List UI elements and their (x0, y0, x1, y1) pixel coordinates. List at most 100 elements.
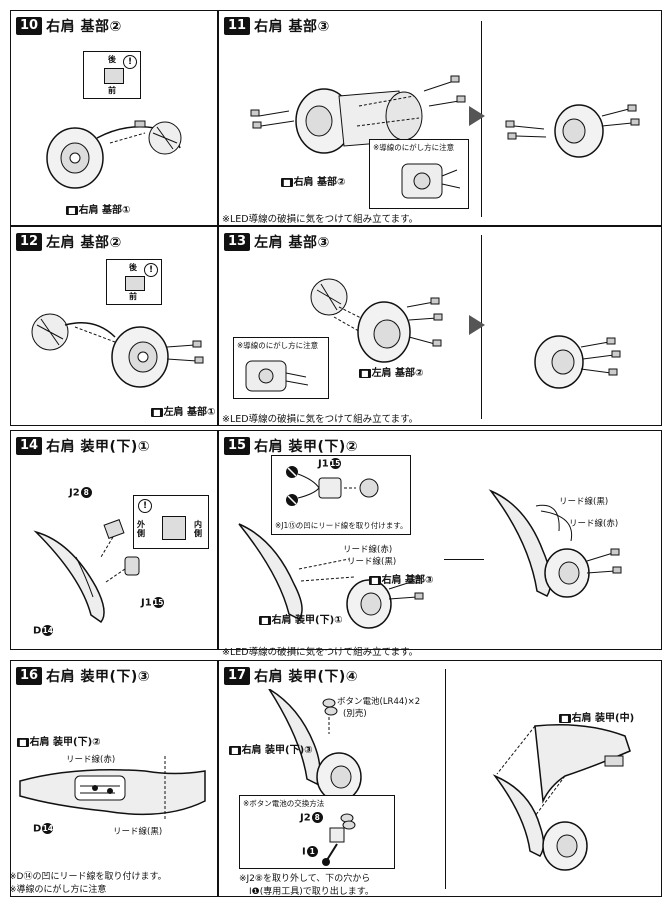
panel-divider (445, 669, 446, 889)
j1-part-label: J115 (141, 597, 164, 609)
step-number: 17 (224, 667, 251, 685)
part-label-text: 右肩 装甲(下)③ (241, 745, 313, 756)
inset-note: ※J1⑮の凹にリード線を取り付けます。 (275, 521, 408, 530)
part-label: ■左肩 基部② (359, 364, 424, 379)
tag-back-label: 後 (129, 263, 137, 272)
step-10-header: 10 右肩 基部② (16, 16, 122, 36)
d-part-label: D14 (33, 625, 54, 637)
part-base-label: ■右肩 基部③ (369, 571, 434, 586)
part-badge: ■ (17, 738, 29, 747)
wire-routing-inset: ※導線のにがし方に注意 (233, 337, 329, 399)
caution-icon: ! (144, 263, 158, 277)
step-number: 11 (224, 17, 251, 35)
step-number: 16 (16, 667, 43, 685)
step-title: 右肩 基部② (46, 19, 122, 35)
side-orientation-tag: ! 外側 内側 (133, 495, 209, 549)
step-12-header: 12 左肩 基部② (16, 232, 122, 252)
armor-mid-attach-drawing (492, 724, 631, 871)
part-label: ■右肩 装甲(下)③ (229, 741, 313, 756)
part-armor-label: ■右肩 装甲(下)① (259, 611, 343, 626)
lead-wire-detail-drawing (286, 466, 379, 506)
part-badge: ■ (151, 408, 163, 417)
part-right-label: ■右肩 装甲(中) (559, 709, 634, 724)
step-16-panel: 16 右肩 装甲(下)③ ■右肩 装甲(下)② リード線(赤) リード線(黒) … (10, 660, 218, 897)
step-title: 右肩 装甲(下)③ (46, 669, 151, 685)
part-label-text: 左肩 基部① (163, 407, 216, 418)
d-text: D (33, 625, 42, 637)
lead-wire-inset: J115 ※J1⑮の凹にリード線を取り付けます。 (271, 455, 411, 535)
step-17-panel: 17 右肩 装甲(下)④ ボタン電池(LR44)×2 (別売) ■右肩 装甲(下… (218, 660, 662, 897)
orientation-tag: 後 ! 前 (83, 51, 141, 99)
part-tab-icon (162, 516, 186, 540)
result-arrow-icon (469, 315, 485, 335)
step-14-header: 14 右肩 装甲(下)① (16, 436, 150, 456)
part-label: ■右肩 装甲(下)② (17, 733, 101, 748)
step-title: 右肩 装甲(下)② (254, 439, 359, 455)
part-label-text: 右肩 装甲(下)② (29, 737, 101, 748)
assembled-left-base-drawing (534, 335, 621, 389)
battery-replace-drawing (322, 813, 356, 866)
left-shoulder-base-drawing (31, 313, 204, 388)
result-arrow-icon (469, 106, 485, 126)
step-number: 12 (16, 233, 43, 251)
assembled-base-drawing (505, 104, 640, 158)
tag-front-label: 前 (129, 292, 137, 301)
step-11-header: 11 右肩 基部③ (224, 16, 330, 36)
j1-number: 15 (152, 597, 164, 608)
armor-result-drawing (488, 489, 622, 598)
d-text: D (33, 823, 42, 835)
step-13-note: ※LED導線の破損に気をつけて組み立てます。 (222, 414, 419, 425)
tag-front-label: 前 (108, 86, 116, 95)
part-tab-icon (104, 68, 124, 84)
j1-part-label: J115 (318, 458, 341, 470)
part-right-text: 右肩 装甲(中) (571, 713, 635, 724)
shoulder-base-assembly-drawing (250, 75, 466, 154)
step-17-note-2: I❶(専用工具)で取り出します。 (249, 887, 374, 897)
part-label: ■右肩 基部② (281, 173, 346, 188)
part-label-text: 左肩 基部② (371, 368, 424, 379)
part-label-text: 右肩 基部② (293, 177, 346, 188)
orientation-tag: 後 ! 前 (106, 259, 162, 305)
step-title: 左肩 基部③ (254, 235, 330, 251)
lead-wire-black-result-label: リード線(黒) (559, 497, 609, 507)
lower-armor-drawing (33, 519, 140, 624)
panel-divider (444, 559, 484, 560)
part-badge: ■ (281, 178, 293, 187)
j2-number: 8 (311, 812, 323, 823)
step-13-panel: 13 左肩 基部③ ■左肩 基部② ※導線のにがし方に注意 (218, 226, 662, 426)
d-part-label: D14 (33, 823, 54, 835)
step-number: 14 (16, 437, 43, 455)
shoulder-base-drawing (46, 120, 182, 189)
part-armor-text: 右肩 装甲(下)① (271, 615, 343, 626)
step-13-header: 13 左肩 基部③ (224, 232, 330, 252)
step-16-header: 16 右肩 装甲(下)③ (16, 666, 150, 686)
part-badge: ■ (559, 714, 571, 723)
wire-routing-drawing (245, 360, 309, 392)
part-base-text: 右肩 基部③ (381, 575, 434, 586)
step-15-panel: 15 右肩 装甲(下)② J115 ※J1⑮の凹にリード線を取り付けます。 (218, 430, 662, 650)
part-tab-icon (125, 276, 145, 291)
step-number: 13 (224, 233, 251, 251)
j2-text: J2 (69, 487, 80, 499)
j1-text: J1 (141, 597, 152, 609)
part-badge: ■ (359, 369, 371, 378)
j1-number: 15 (329, 458, 341, 469)
step-number: 10 (16, 17, 43, 35)
armor-inner-drawing (19, 756, 206, 821)
step-title: 左肩 基部② (46, 235, 122, 251)
tag-outside-label: 外側 (137, 520, 145, 538)
part-badge: ■ (259, 616, 271, 625)
part-badge: ■ (369, 576, 381, 585)
step-16-note-1: ※D⑭の凹にリード線を取り付けます。 (10, 872, 167, 882)
j2-text: J2 (300, 812, 311, 824)
part-label: ■右肩 基部① (66, 201, 131, 216)
battery-label: ボタン電池(LR44)×2 (337, 697, 421, 707)
lead-wire-red-label: リード線(赤) (343, 545, 393, 555)
tool-i-number: 1 (306, 846, 318, 857)
step-16-note-2: ※導線のにがし方に注意 (10, 885, 107, 895)
lead-wire-black-label: リード線(黒) (113, 827, 163, 837)
